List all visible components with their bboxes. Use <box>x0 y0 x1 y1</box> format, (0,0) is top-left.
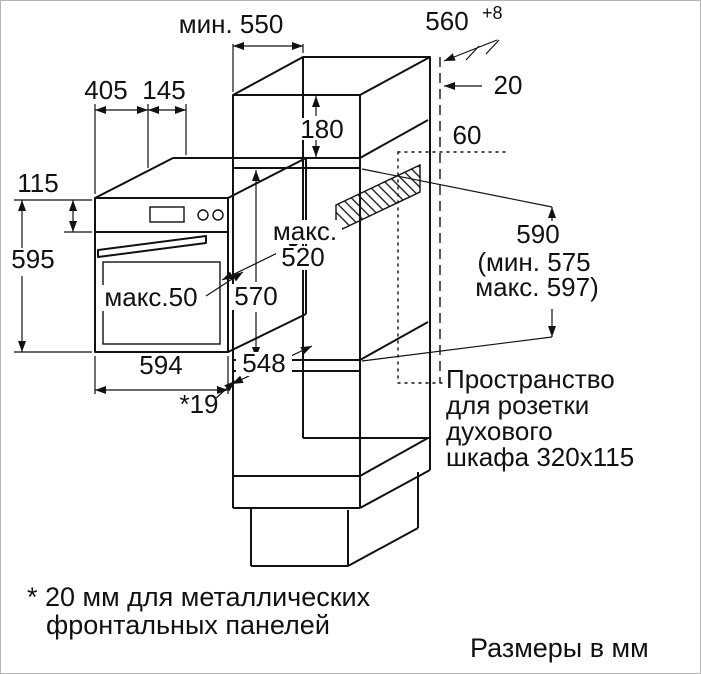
dim-label-maks50: макс.50 <box>104 282 197 312</box>
dim-oven-height: 595 <box>11 200 92 353</box>
dim-label-min-550: мин. 550 <box>179 9 284 39</box>
dim-label-560: 560 <box>425 6 468 36</box>
cabinet-plinth <box>250 472 419 567</box>
dim-max-gap: макс.50 <box>96 271 244 312</box>
dim-label-590-max: макс. 597) <box>475 272 599 302</box>
label-backing <box>276 246 330 270</box>
cabinet-top-face <box>232 56 431 96</box>
dim-label-520: 520 <box>281 242 324 272</box>
oven-display <box>149 206 185 223</box>
tolerance-tick <box>465 45 480 61</box>
socket-area-hatch <box>335 163 421 234</box>
dim-label-560-tolerance: +8 <box>482 3 503 23</box>
dim-oven-width: 594 <box>94 350 229 394</box>
dim-label-405: 405 <box>84 75 127 105</box>
dim-niche-width: 560 +8 <box>425 3 503 62</box>
dim-label-595: 595 <box>11 244 54 274</box>
dim-label-590-min: (мин. 575 <box>477 247 590 277</box>
dim-label-star19: *19 <box>179 389 218 419</box>
dim-panel-height: 115 <box>14 168 92 233</box>
label-backing <box>268 220 342 244</box>
units-note: Размеры в мм <box>470 633 649 663</box>
dim-label-180: 180 <box>300 114 343 144</box>
dim-niche-height: 590 (мин. 575 макс. 597) <box>361 168 599 362</box>
label-backing <box>294 118 350 140</box>
socket-note-line4: шкафа 320x115 <box>446 442 634 472</box>
label-backing <box>133 354 189 378</box>
socket-note-line1: Пространство <box>446 364 615 394</box>
dim-label-115: 115 <box>17 168 58 198</box>
dim-max-depth: макс. 520 <box>221 216 342 281</box>
oven-knob <box>212 209 224 221</box>
dim-label-570: 570 <box>234 281 277 311</box>
dim-socket-offset: 60 <box>453 120 482 150</box>
oven-front-face <box>94 197 229 353</box>
socket-reference-dotted-lines <box>397 151 509 384</box>
dim-label-20: 20 <box>494 70 523 100</box>
dim-back-gap: 20 <box>444 70 522 100</box>
label-backing <box>229 284 283 310</box>
dim-front-gap: *19 <box>179 380 236 419</box>
socket-note: Пространство для розетки духового шкафа … <box>446 364 634 472</box>
dim-cabinet-depth: мин. 550 <box>179 9 304 92</box>
dim-oven-depths: 405 145 <box>84 75 187 194</box>
label-backing <box>236 352 292 376</box>
dim-label-60: 60 <box>453 120 482 150</box>
tolerance-tick <box>485 39 500 55</box>
dim-label-594: 594 <box>139 350 182 380</box>
oven-knob <box>197 209 209 221</box>
dim-label-145: 145 <box>142 75 185 105</box>
footnote-line2: фронтальных панелей <box>46 610 330 640</box>
dim-label-590: 590 <box>516 219 559 249</box>
dim-label-maks: макс. <box>273 216 337 246</box>
oven-door-handle <box>97 235 207 258</box>
socket-note-line2: для розетки <box>446 390 589 420</box>
dim-inner-height: 570 <box>229 170 283 358</box>
oven <box>94 157 307 353</box>
footnote-line1: * 20 мм для металлических <box>27 582 371 612</box>
dim-inner-depth: 548 <box>231 345 313 385</box>
socket-note-line3: духового <box>446 416 553 446</box>
footnote: * 20 мм для металлических фронтальных па… <box>27 582 371 640</box>
dim-label-548: 548 <box>242 348 285 378</box>
dim-top-shelf-height: 180 <box>294 96 350 157</box>
label-backing <box>96 285 206 311</box>
